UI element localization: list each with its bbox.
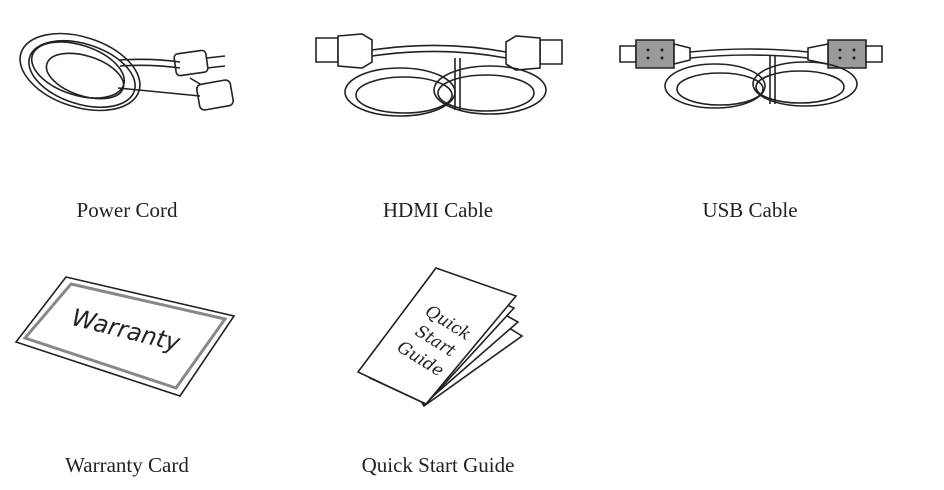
item-label: Quick Start Guide <box>361 453 515 477</box>
item-label: Power Cord <box>76 198 178 222</box>
item-label: Warranty Card <box>65 453 189 477</box>
item-label: USB Cable <box>702 198 798 222</box>
item-label: HDMI Cable <box>382 198 494 222</box>
